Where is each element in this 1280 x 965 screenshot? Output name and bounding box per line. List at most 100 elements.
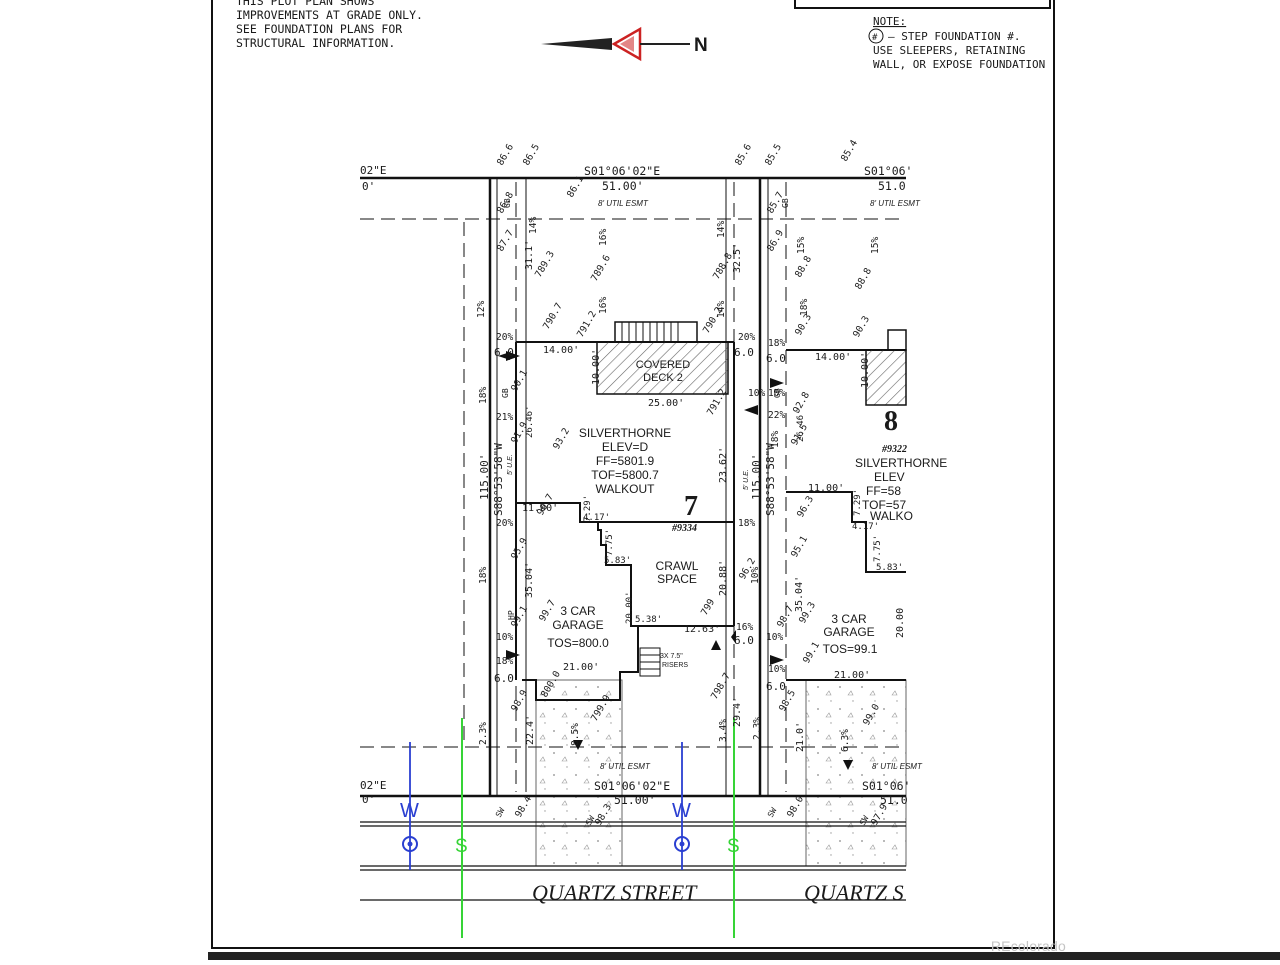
dim: 7.29' bbox=[583, 495, 593, 522]
house-tof: TOF=5800.7 bbox=[591, 468, 659, 482]
deck-stair-treads bbox=[621, 322, 679, 342]
left-bearing: 02"E bbox=[360, 164, 387, 177]
watermark: REcolorado bbox=[990, 938, 1066, 954]
house-model: SILVERTHORNE bbox=[855, 456, 947, 470]
dim: 32.5' bbox=[732, 243, 743, 273]
elevation: 789.6 bbox=[589, 253, 613, 284]
slope: 14% bbox=[716, 221, 727, 238]
lot8-bottom-easement: 8' UTIL ESMT bbox=[872, 762, 923, 771]
lot8-labels: S01°06' 51.0 S01°06' 51.0 14.00' 8 #9322… bbox=[794, 164, 947, 807]
dim: 22.4' bbox=[525, 715, 536, 745]
lot7-side-bearing-right: S88°53'58"W bbox=[764, 443, 777, 516]
house-tof: TOF=57 bbox=[862, 498, 906, 512]
slope: 18% bbox=[799, 299, 810, 316]
drainage-arrows bbox=[498, 351, 853, 770]
dim: 5.83' bbox=[876, 563, 903, 573]
slope: 10% bbox=[768, 388, 785, 399]
garage-risers-icon bbox=[639, 647, 661, 677]
note-title: NOTE: bbox=[873, 15, 906, 28]
elevation: 92.8 bbox=[791, 390, 812, 416]
dim: 11.00' bbox=[808, 483, 844, 494]
elevation: 798.7 bbox=[709, 671, 733, 701]
elevation: 790.7 bbox=[541, 301, 565, 331]
lot7-side-length: 115.00' bbox=[478, 454, 491, 500]
lot-number: 8 bbox=[884, 406, 898, 437]
garage-label: GARAGE bbox=[823, 625, 874, 639]
elevation: 86.5 bbox=[521, 142, 542, 167]
dim: 10.00' bbox=[860, 352, 871, 388]
dim: 5.38' bbox=[635, 615, 662, 625]
elevation: 88.8 bbox=[793, 254, 814, 280]
lot7-ue-label-right: 5' U.E. bbox=[743, 469, 750, 490]
plot-note-line: STRUCTURAL INFORMATION. bbox=[236, 36, 395, 50]
elevation: 99.1 bbox=[801, 640, 822, 666]
slope: 2.3% bbox=[752, 717, 763, 740]
lot7-ue-label: 5' U.E. bbox=[507, 454, 514, 475]
lot7-setback: 14.00' bbox=[543, 345, 579, 356]
garage-width: 21.00' bbox=[563, 662, 599, 673]
lot7-bottom-easement: 8' UTIL ESMT bbox=[600, 762, 651, 771]
deck-width: 25.00' bbox=[648, 398, 684, 409]
slope: 6.3% bbox=[840, 729, 851, 752]
offset: 6.0 bbox=[766, 352, 786, 365]
street-name: QUARTZ STREET bbox=[532, 880, 698, 905]
sw-label: SW bbox=[766, 806, 779, 819]
dim: 26.46' bbox=[525, 405, 535, 438]
slope: 15% bbox=[870, 237, 881, 254]
deck-label: DECK 2 bbox=[643, 372, 683, 384]
slope: 10% bbox=[496, 632, 513, 643]
crawl-space-label: CRAWL bbox=[656, 559, 699, 573]
slope: 20% bbox=[496, 332, 513, 343]
elevation: 95.1 bbox=[789, 534, 810, 560]
slope: 10% bbox=[768, 664, 785, 675]
sw-label: SW bbox=[584, 814, 597, 827]
dim: 20.88' bbox=[718, 560, 729, 596]
dim: 21.0' bbox=[795, 722, 806, 752]
risers-note: RISERS bbox=[662, 662, 688, 669]
dim: 35.04' bbox=[524, 562, 535, 598]
elevation: 98.9 bbox=[509, 688, 530, 714]
house-elevation: ELEV bbox=[874, 470, 905, 484]
lot7-north-width: 51.00' bbox=[602, 179, 644, 193]
dim: 5.83' bbox=[604, 556, 631, 566]
utility-lines bbox=[402, 718, 735, 938]
house-ff: FF=58 bbox=[866, 484, 901, 498]
sw-label: SW bbox=[494, 806, 507, 819]
note-line: USE SLEEPERS, RETAINING bbox=[873, 44, 1025, 57]
garage-width: 21.00' bbox=[834, 670, 870, 681]
elevation: 90.3 bbox=[851, 314, 872, 339]
elevation: 91.5 bbox=[789, 422, 810, 447]
house-elevation: ELEV=D bbox=[602, 440, 649, 454]
slope: 18% bbox=[478, 387, 489, 404]
elevation: 799 bbox=[699, 597, 717, 618]
dim: 7.75' bbox=[873, 535, 883, 562]
crawl-space-label: SPACE bbox=[657, 572, 697, 586]
gb-label: GB bbox=[773, 388, 782, 398]
gb-label: GB bbox=[503, 198, 512, 208]
slope: 8.5% bbox=[570, 723, 581, 746]
elevation: 87.7 bbox=[495, 228, 516, 253]
lot-number: 7 bbox=[684, 491, 698, 522]
street-lines bbox=[360, 821, 906, 901]
slope: 18% bbox=[496, 656, 513, 667]
elevation: 791.2 bbox=[575, 309, 599, 339]
slope: 21% bbox=[496, 412, 513, 423]
slope: 10% bbox=[748, 388, 765, 399]
dim: 4.17' bbox=[583, 513, 610, 523]
elevation: 99.1 bbox=[509, 604, 530, 630]
hp-label: HP bbox=[507, 610, 516, 620]
slope: 18% bbox=[770, 431, 781, 448]
elevation: 93.2 bbox=[551, 426, 572, 451]
slope: 3.4% bbox=[718, 719, 729, 742]
elevation: 90.1 bbox=[509, 368, 530, 394]
deck-depth: 10.00' bbox=[591, 349, 602, 385]
north-arrow-icon: N bbox=[541, 26, 708, 62]
house-type: WALKO bbox=[870, 509, 913, 523]
left-width-bottom: 0' bbox=[362, 793, 375, 806]
dim: 7.75' bbox=[605, 529, 615, 556]
lot8-south-width: 51.0 bbox=[880, 793, 908, 807]
dim: 20.00' bbox=[625, 591, 635, 624]
lot7-side-bearing: S88°53'58"W bbox=[492, 443, 505, 516]
elevation: 98.4 bbox=[513, 794, 534, 820]
